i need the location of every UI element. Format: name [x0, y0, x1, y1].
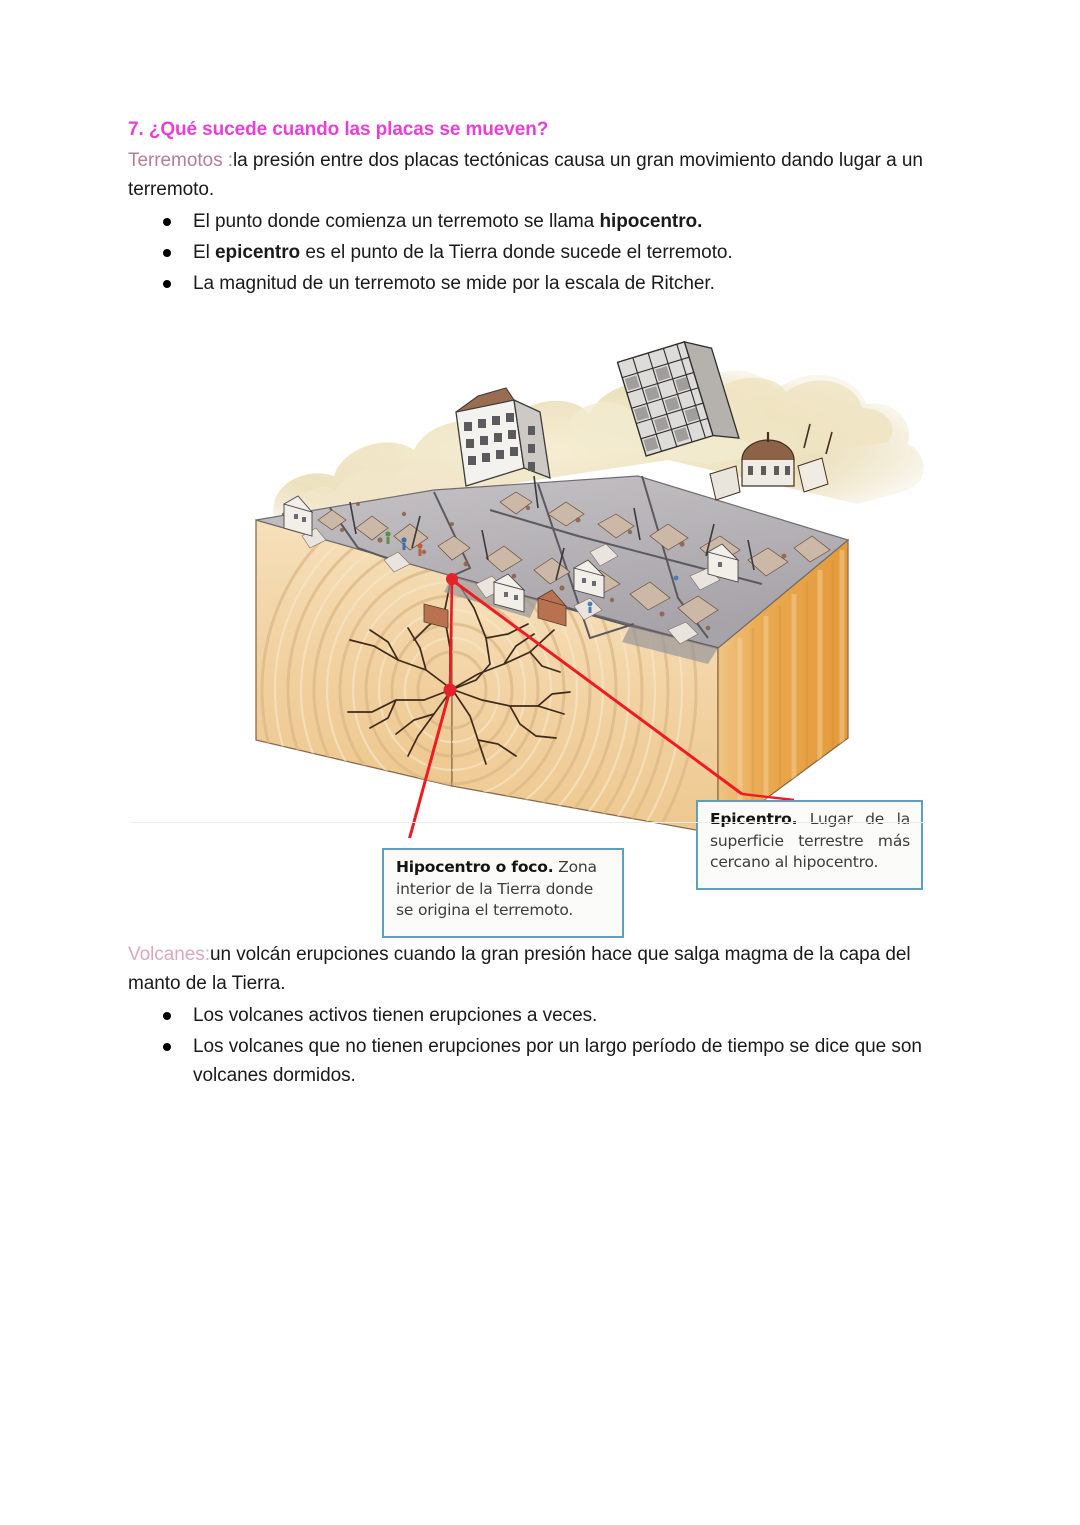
callout-epicentro-term: Epicentro.: [710, 810, 798, 828]
list-item: El epicentro es el punto de la Tierra do…: [128, 238, 956, 267]
bullet-text-pre: La magnitud de un terremoto se mide por …: [193, 273, 715, 294]
bullet-text-bold: hipocentro.: [599, 211, 703, 232]
bullet-text-pre: El: [193, 242, 216, 263]
terremotos-body-text: la presión entre dos placas tectónicas c…: [128, 150, 923, 200]
bullet-text-pre: El punto donde comienza un terremoto se …: [193, 211, 600, 232]
city-surface-plate: [255, 475, 850, 664]
document-content: 7. ¿Qué sucede cuando las placas se muev…: [128, 118, 956, 1092]
volcanes-paragraph: Volcanes:un volcán erupciones cuando la …: [128, 940, 956, 998]
terremotos-bullet-list: El punto donde comienza un terremoto se …: [128, 207, 956, 298]
bullet-text-bold: epicentro: [215, 242, 301, 263]
earthquake-illustration-svg: [255, 340, 924, 838]
list-item: El punto donde comienza un terremoto se …: [128, 207, 956, 236]
figure-bottom-rule: [130, 822, 926, 823]
callout-epicentro: Epicentro. Lugar de la superficie terres…: [696, 800, 923, 890]
utility-poles: [349, 475, 755, 581]
volcanes-bullet-list: Los volcanes activos tienen erupciones a…: [128, 1001, 956, 1090]
callout-hipocentro: Hipocentro o foco. Zona interior de la T…: [382, 848, 624, 938]
list-item: Los volcanes que no tienen erupciones po…: [128, 1032, 956, 1090]
rubble-debris: [281, 491, 831, 645]
seismic-waves-left: [260, 520, 452, 786]
volcanes-body-text: un volcán erupciones cuando la gran pres…: [128, 944, 911, 994]
bullet-text-pre: Los volcanes que no tienen erupciones po…: [193, 1036, 922, 1086]
page-title: 7. ¿Qué sucede cuando las placas se muev…: [128, 119, 549, 140]
volcanes-lead-label: Volcanes:: [128, 944, 210, 965]
bullet-dot-icon: [163, 218, 171, 226]
callout-hipocentro-text: Zona interior de la Tierra donde se orig…: [396, 858, 597, 919]
rock-side-face: [717, 538, 849, 836]
list-item: La magnitud de un terremoto se mide por …: [128, 269, 956, 298]
list-item: Los volcanes activos tienen erupciones a…: [128, 1001, 956, 1030]
bullet-text-post: es el punto de la Tierra donde sucede el…: [300, 242, 733, 263]
earthquake-block-diagram: Hipocentro o foco. Zona interior de la T…: [238, 308, 958, 938]
crack-lines-left: [347, 583, 451, 757]
bullet-dot-icon: [163, 1012, 171, 1020]
people-figures: [385, 531, 679, 613]
bullet-text-pre: Los volcanes activos tienen erupciones a…: [193, 1005, 598, 1026]
collapsed-buildings: [455, 340, 833, 501]
domed-building: [709, 423, 833, 501]
callout-epicentro-text: Lugar de la superficie terrestre más cer…: [710, 810, 910, 871]
crack-lines-right: [453, 579, 571, 765]
bullet-dot-icon: [163, 249, 171, 257]
terremotos-lead-label: Terremotos :: [128, 150, 233, 171]
epicenter-point: [446, 573, 458, 585]
focus-markers: [443, 573, 458, 697]
callout-hipocentro-term: Hipocentro o foco.: [396, 858, 554, 876]
side-face-strata: [737, 550, 845, 828]
rock-front-face: [255, 519, 453, 787]
seismic-waves-right: [452, 576, 698, 834]
ruined-houses: [282, 495, 740, 629]
bullet-dot-icon: [163, 280, 171, 288]
hypocenter-point: [443, 683, 457, 697]
terremotos-paragraph: Terremotos :la presión entre dos placas …: [128, 146, 956, 204]
leader-lines: [408, 578, 795, 838]
bullet-dot-icon: [163, 1043, 171, 1051]
